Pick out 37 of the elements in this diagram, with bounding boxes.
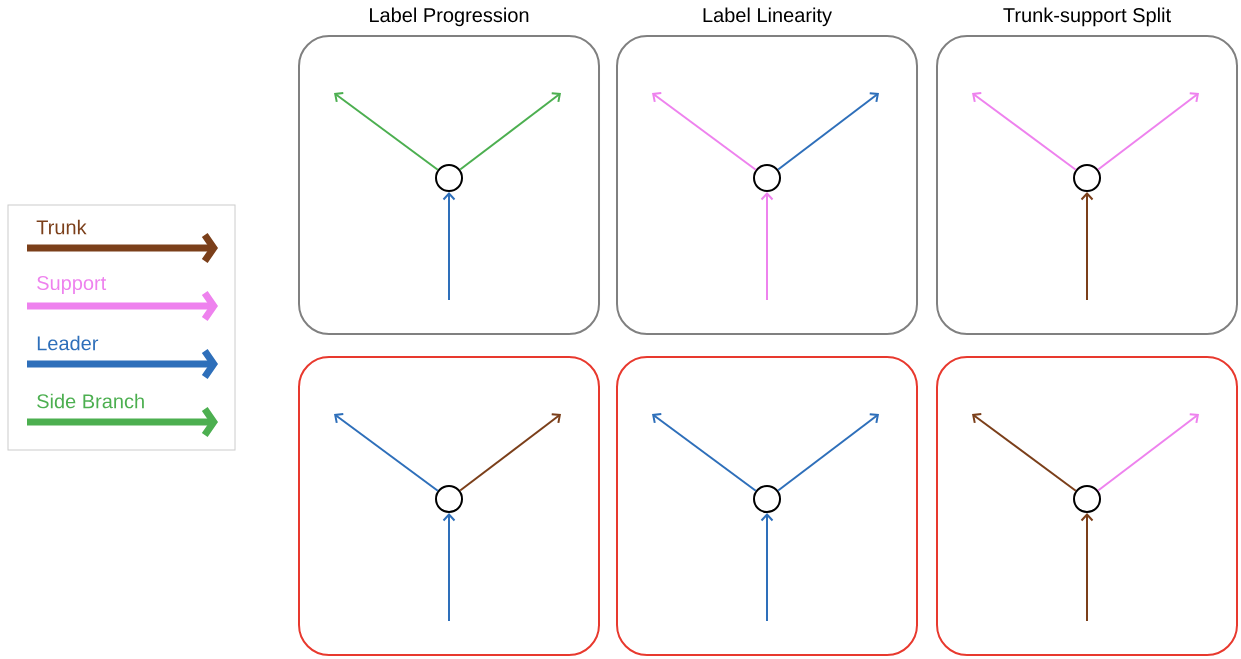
arrow [1097, 92, 1199, 171]
arrow [760, 513, 774, 622]
arrow [442, 513, 456, 622]
arrow [777, 413, 879, 492]
arrow [760, 192, 774, 301]
arrow [459, 413, 561, 492]
column-heading: Label Progression [370, 7, 529, 27]
panel-box [298, 356, 600, 656]
arrow [334, 413, 439, 492]
panel-box [936, 35, 1238, 335]
arrow [1097, 413, 1199, 492]
arrow [972, 92, 1077, 171]
arrow [777, 92, 879, 171]
junction-circle [1073, 164, 1101, 192]
arrow [442, 192, 456, 301]
junction-circle [753, 485, 781, 513]
panel-box [616, 35, 918, 335]
legend-label: Side Branch [37, 393, 144, 409]
arrow [459, 92, 561, 171]
panel-box [616, 356, 918, 656]
legend-label: Leader [37, 335, 99, 351]
panel-box [298, 35, 600, 335]
panel-box [936, 356, 1238, 656]
junction-circle [1073, 485, 1101, 513]
arrow [972, 413, 1077, 492]
junction-circle [435, 164, 463, 192]
column-heading: Label Linearity [703, 7, 832, 27]
arrow [1080, 513, 1094, 622]
arrow [1080, 192, 1094, 301]
arrow [652, 92, 757, 171]
column-heading: Trunk-support Split [1003, 7, 1171, 27]
legend-label: Support [37, 275, 107, 295]
junction-circle [435, 485, 463, 513]
arrow [652, 413, 757, 492]
legend-label: Trunk [36, 219, 87, 235]
arrow [334, 92, 439, 171]
junction-circle [753, 164, 781, 192]
